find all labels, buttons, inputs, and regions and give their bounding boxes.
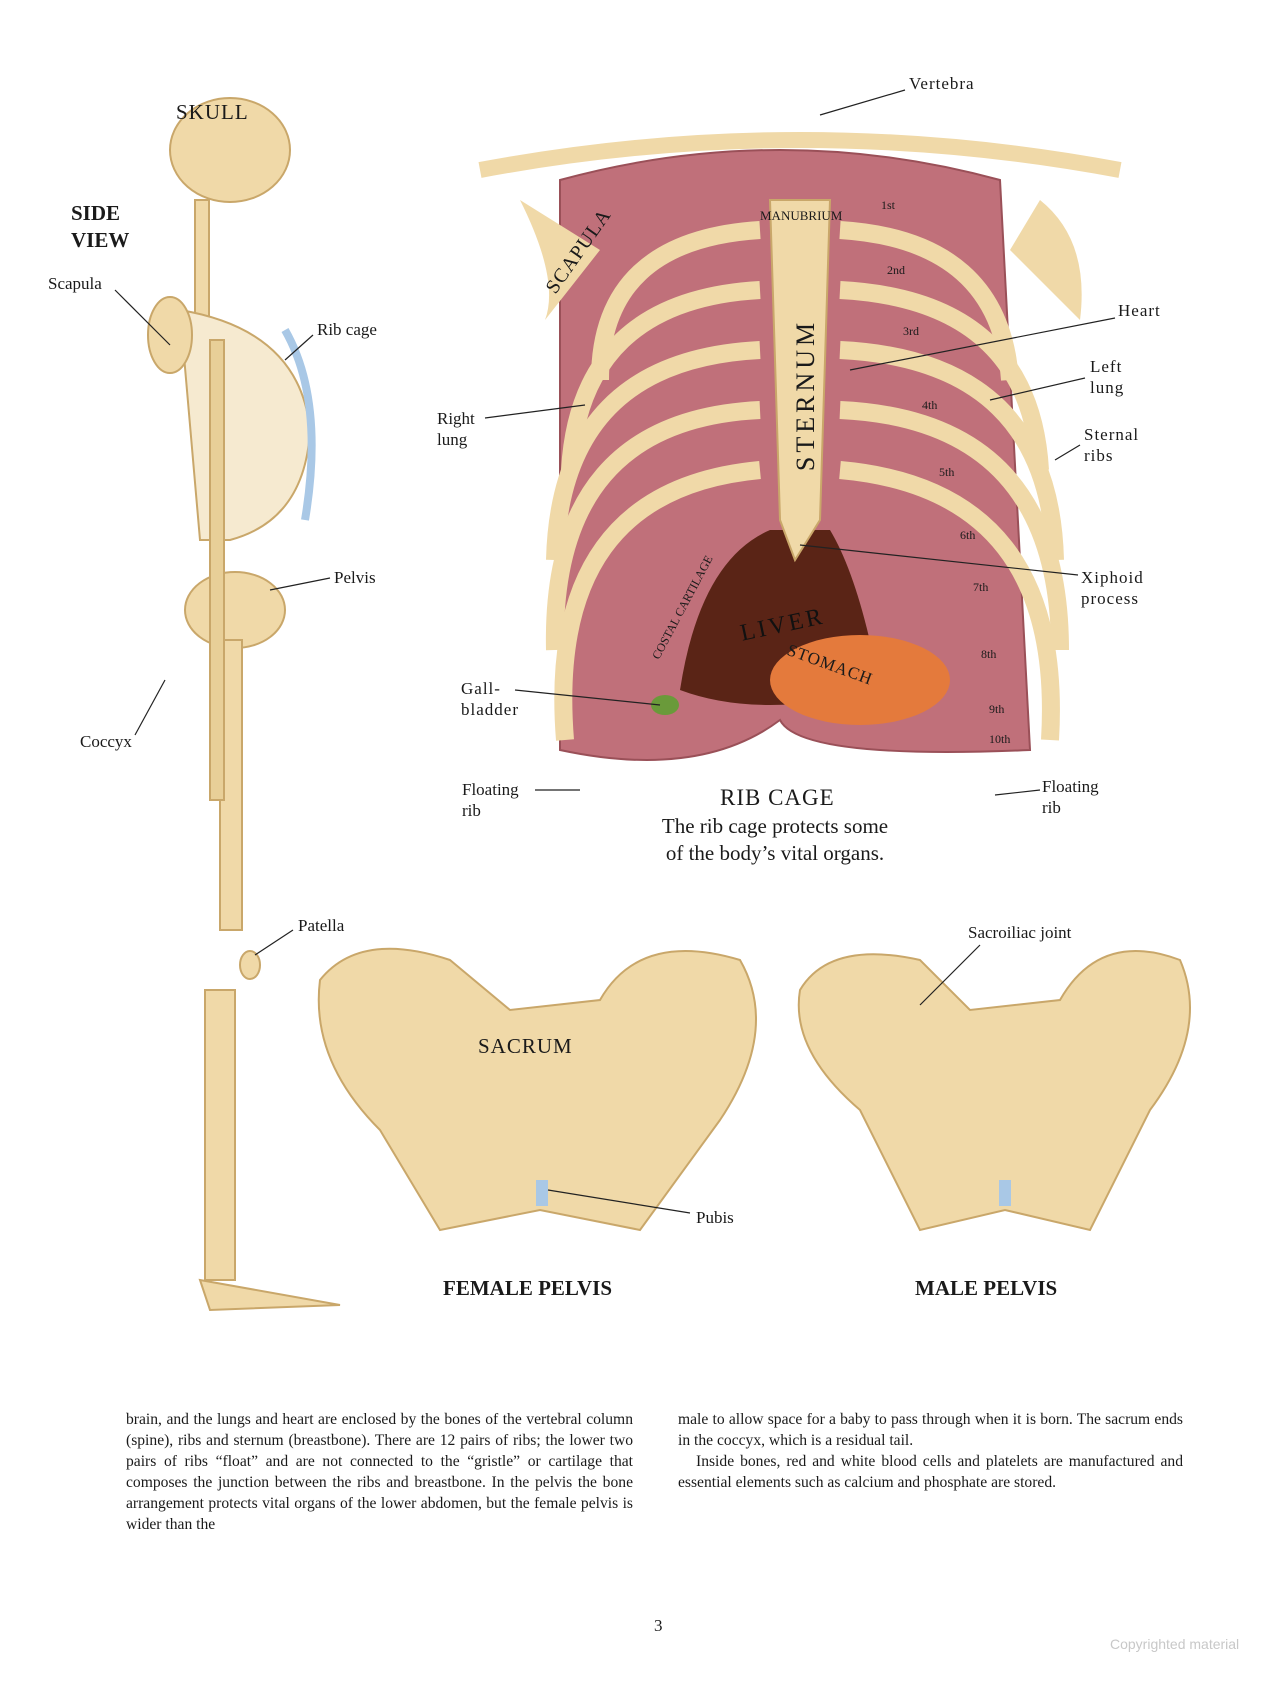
rib-number: 7th [973, 580, 989, 594]
pelvis-drawings [317, 947, 1191, 1232]
rib-number: 5th [939, 465, 955, 479]
rib-number: 2nd [887, 263, 905, 277]
label-xiphoid-process: Xiphoid process [1081, 568, 1144, 608]
label-floating-rib-left: Floating rib [462, 780, 519, 820]
label-sternum: STERNUM [791, 318, 821, 472]
label-gallbladder: Gall- bladder [461, 679, 519, 719]
body-text-right: male to allow space for a baby to pass t… [678, 1409, 1183, 1493]
label-manubrium: MANUBRIUM [760, 208, 843, 223]
paragraph: brain, and the lungs and heart are enclo… [126, 1411, 633, 1533]
label-right-lung: Right lung [437, 409, 475, 449]
rib-cage-drawing [478, 132, 1122, 761]
copyright-watermark: Copyrighted material [1110, 1636, 1240, 1652]
paragraph: Inside bones, red and white blood cells … [678, 1453, 1183, 1491]
leader-lines [114, 89, 1116, 1214]
rib-cage-caption: The rib cage protects some of the body’s… [661, 814, 889, 865]
label-sacrum: SACRUM [478, 1034, 573, 1058]
page-number: 3 [654, 1616, 663, 1635]
rib-number: 4th [922, 398, 938, 412]
paragraph: male to allow space for a baby to pass t… [678, 1411, 1183, 1449]
rib-number: 9th [989, 702, 1005, 716]
label-pubis: Pubis [696, 1208, 734, 1227]
label-coccyx: Coccyx [80, 732, 132, 751]
label-rib-cage: Rib cage [317, 320, 377, 339]
label-scapula: Scapula [48, 274, 102, 293]
rib-number: 1st [881, 198, 896, 212]
side-skeleton [147, 97, 341, 1312]
side-view-heading: SIDE VIEW [71, 201, 130, 252]
rib-number: 10th [989, 732, 1011, 746]
label-skull: SKULL [176, 100, 249, 124]
label-pelvis: Pelvis [334, 568, 376, 587]
rib-number: 8th [981, 647, 997, 661]
label-floating-rib-right: Floating rib [1042, 777, 1099, 817]
female-pelvis-title: FEMALE PELVIS [443, 1276, 613, 1300]
male-pelvis-title: MALE PELVIS [915, 1276, 1058, 1300]
label-sternal-ribs: Sternal ribs [1084, 425, 1140, 465]
label-left-lung: Left lung [1090, 357, 1125, 397]
rib-cage-title: RIB CAGE [720, 785, 835, 810]
rib-number: 3rd [903, 324, 919, 338]
body-text-left: brain, and the lungs and heart are enclo… [126, 1409, 633, 1535]
label-vertebra: Vertebra [909, 74, 975, 93]
rib-number: 6th [960, 528, 976, 542]
label-sacroiliac-joint: Sacroiliac joint [968, 923, 1072, 942]
label-patella: Patella [298, 916, 345, 935]
label-heart: Heart [1118, 301, 1161, 320]
